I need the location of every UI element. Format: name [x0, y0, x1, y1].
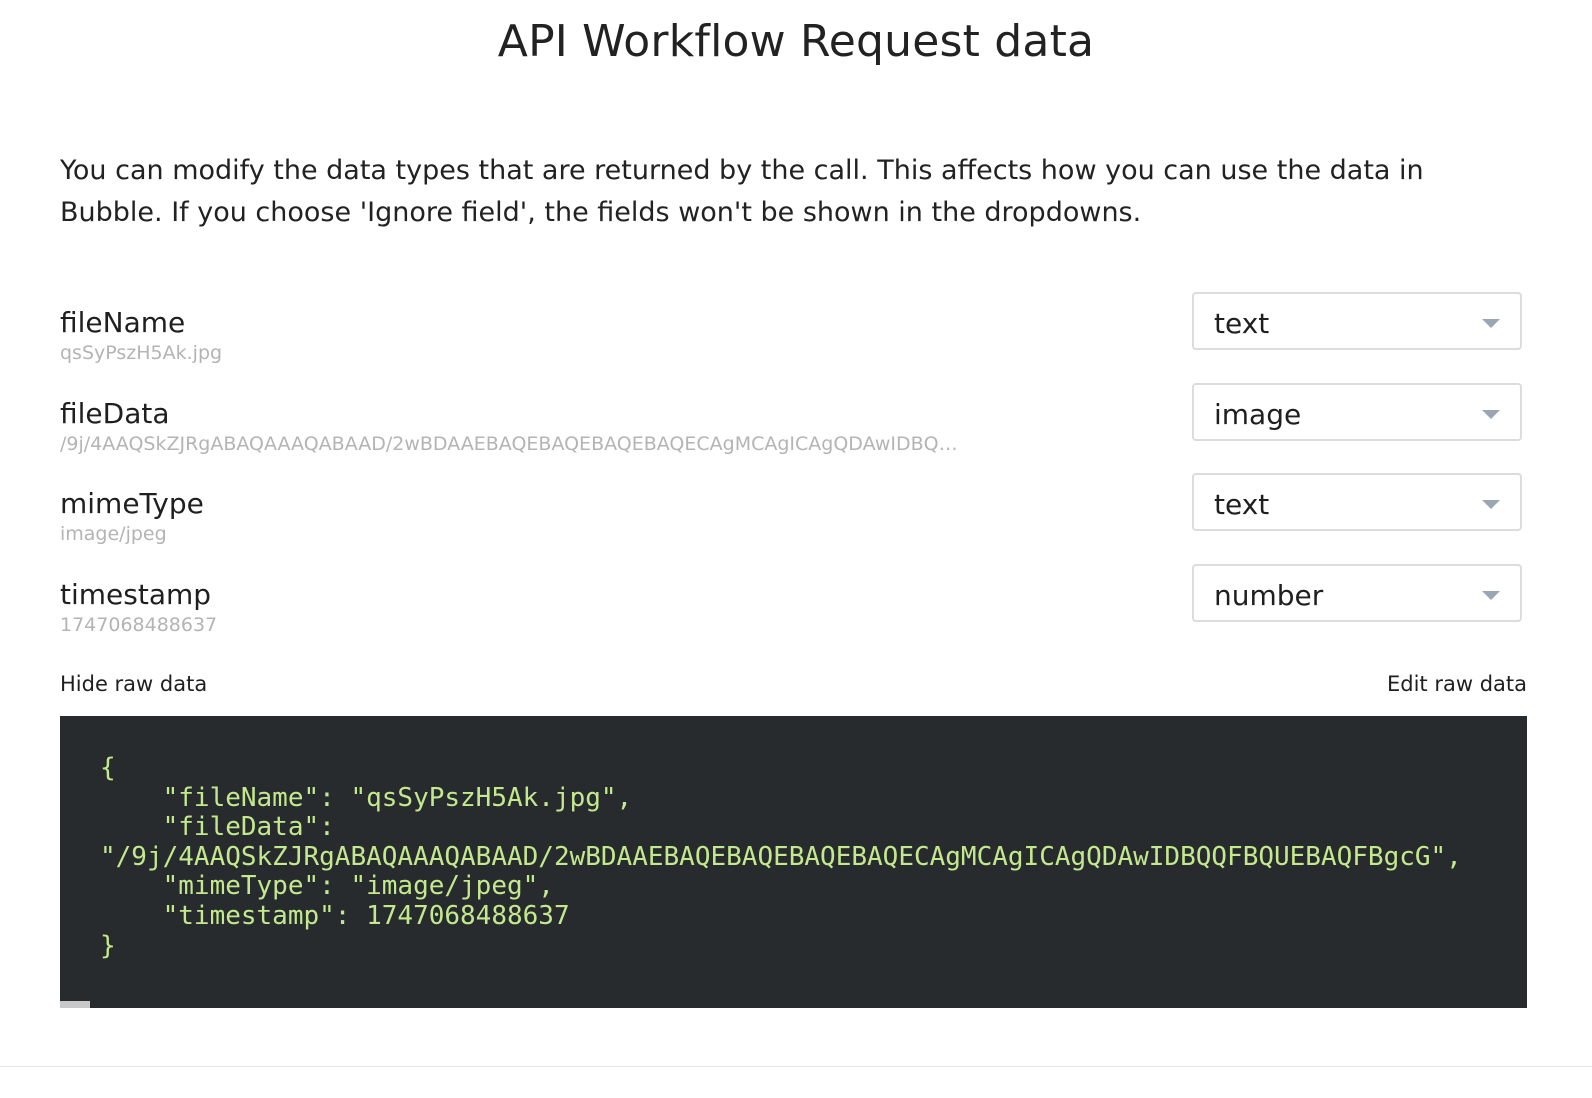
field-name-label: timestamp	[60, 578, 212, 611]
field-name-label: fileData	[60, 397, 170, 430]
chevron-down-icon	[1482, 319, 1500, 328]
chevron-down-icon	[1482, 410, 1500, 419]
type-dropdown-value: image	[1214, 398, 1302, 431]
chevron-down-icon	[1482, 500, 1500, 509]
field-sample-value: image/jpeg	[60, 523, 167, 545]
type-dropdown-mimetype[interactable]: text	[1192, 473, 1522, 531]
field-sample-value: 1747068488637	[60, 614, 218, 636]
field-name-label: fileName	[60, 306, 186, 339]
field-sample-value: qsSyPszH5Ak.jpg	[60, 342, 223, 364]
type-dropdown-value: number	[1214, 579, 1324, 612]
horizontal-scrollbar-thumb[interactable]	[60, 1001, 90, 1008]
type-dropdown-value: text	[1214, 488, 1270, 521]
type-dropdown-filedata[interactable]: image	[1192, 383, 1522, 441]
hide-raw-data-link[interactable]: Hide raw data	[60, 672, 208, 696]
page-title: API Workflow Request data	[497, 16, 1095, 67]
raw-data-json: { "fileName": "qsSyPszH5Ak.jpg", "fileDa…	[100, 753, 1462, 961]
field-row-filedata: fileData /9j/4AAQSkZJRgABAQAAAQABAAD/2wB…	[60, 383, 1526, 455]
type-dropdown-filename[interactable]: text	[1192, 292, 1522, 350]
field-row-timestamp: timestamp 1747068488637 number	[60, 564, 1526, 636]
raw-data-code-block[interactable]: { "fileName": "qsSyPszH5Ak.jpg", "fileDa…	[60, 716, 1527, 1008]
field-row-filename: fileName qsSyPszH5Ak.jpg text	[60, 292, 1526, 364]
bottom-divider	[0, 1066, 1592, 1067]
type-dropdown-timestamp[interactable]: number	[1192, 564, 1522, 622]
intro-description: You can modify the data types that are r…	[60, 155, 1424, 228]
field-name-label: mimeType	[60, 487, 204, 520]
edit-raw-data-link[interactable]: Edit raw data	[1387, 672, 1527, 696]
field-row-mimetype: mimeType image/jpeg text	[60, 473, 1526, 545]
field-sample-value: /9j/4AAQSkZJRgABAQAAAQABAAD/2wBDAAEBAQEB…	[60, 433, 960, 455]
type-dropdown-value: text	[1214, 307, 1270, 340]
chevron-down-icon	[1482, 591, 1500, 600]
